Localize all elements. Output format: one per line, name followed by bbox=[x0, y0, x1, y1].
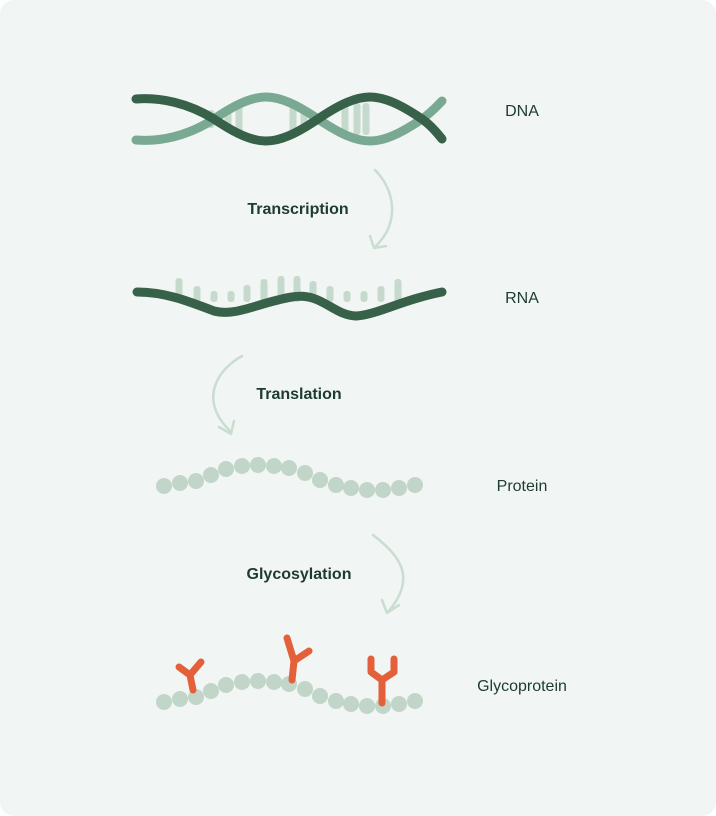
amino-acid-bead bbox=[281, 460, 297, 476]
step-label-glycosylation: Glycosylation bbox=[246, 566, 352, 583]
amino-acid-bead bbox=[266, 674, 282, 690]
rna-base bbox=[377, 286, 385, 302]
amino-acid-bead bbox=[172, 475, 188, 491]
rna-strand bbox=[132, 287, 447, 321]
protein-chain bbox=[156, 457, 423, 498]
curved-arrow-icon bbox=[212, 354, 244, 436]
rna-base bbox=[360, 291, 368, 302]
step-label-transcription: Transcription bbox=[247, 201, 349, 218]
stage-label-rna: RNA bbox=[505, 290, 539, 307]
y-shaped-glycan-icon bbox=[367, 655, 398, 707]
curved-arrow-icon bbox=[368, 168, 394, 250]
stage-label-dna: DNA bbox=[505, 103, 539, 120]
dna-base-pair bbox=[341, 106, 349, 132]
y-shaped-glycan-icon bbox=[283, 634, 313, 684]
rna-base bbox=[227, 291, 235, 302]
rna-base bbox=[210, 291, 218, 302]
step-label-translation: Translation bbox=[256, 386, 342, 403]
amino-acid-bead bbox=[391, 696, 407, 712]
amino-acid-bead bbox=[407, 477, 423, 493]
amino-acid-bead bbox=[343, 696, 359, 712]
amino-acid-bead bbox=[203, 467, 219, 483]
amino-acid-bead bbox=[359, 698, 375, 714]
amino-acid-bead bbox=[203, 683, 219, 699]
amino-acid-bead bbox=[266, 458, 282, 474]
amino-acid-bead bbox=[375, 482, 391, 498]
amino-acid-bead bbox=[172, 691, 188, 707]
amino-acid-bead bbox=[328, 693, 344, 709]
amino-acid-bead bbox=[218, 461, 234, 477]
rna-base bbox=[260, 279, 268, 302]
dna-base-pair bbox=[353, 103, 361, 135]
curved-arrow-icon bbox=[371, 533, 405, 615]
amino-acid-bead bbox=[156, 694, 172, 710]
dna-strand-dark bbox=[131, 92, 447, 146]
amino-acid-bead bbox=[312, 688, 328, 704]
glycoprotein-chain bbox=[156, 673, 423, 714]
rna-base bbox=[193, 286, 201, 302]
amino-acid-bead bbox=[297, 681, 313, 697]
stage-label-glycoprotein: Glycoprotein bbox=[477, 678, 567, 695]
amino-acid-bead bbox=[156, 478, 172, 494]
amino-acid-bead bbox=[328, 477, 344, 493]
amino-acid-bead bbox=[391, 480, 407, 496]
dna-base-pair bbox=[289, 103, 297, 135]
amino-acid-bead bbox=[312, 472, 328, 488]
rna-base bbox=[394, 279, 402, 302]
amino-acid-bead bbox=[297, 465, 313, 481]
y-shaped-glycan-icon bbox=[175, 658, 205, 694]
dna-base-pair bbox=[362, 103, 370, 135]
amino-acid-bead bbox=[218, 677, 234, 693]
amino-acid-bead bbox=[188, 473, 204, 489]
amino-acid-bead bbox=[234, 674, 250, 690]
amino-acid-bead bbox=[234, 458, 250, 474]
dna-base-pair bbox=[235, 103, 243, 135]
amino-acid-bead bbox=[250, 457, 266, 473]
stage-label-protein: Protein bbox=[496, 478, 548, 495]
amino-acid-bead bbox=[359, 482, 375, 498]
rna-base bbox=[243, 285, 251, 302]
rna-base bbox=[343, 291, 351, 302]
amino-acid-bead bbox=[343, 480, 359, 496]
rna-base bbox=[326, 286, 334, 302]
amino-acid-bead bbox=[407, 693, 423, 709]
amino-acid-bead bbox=[250, 673, 266, 689]
